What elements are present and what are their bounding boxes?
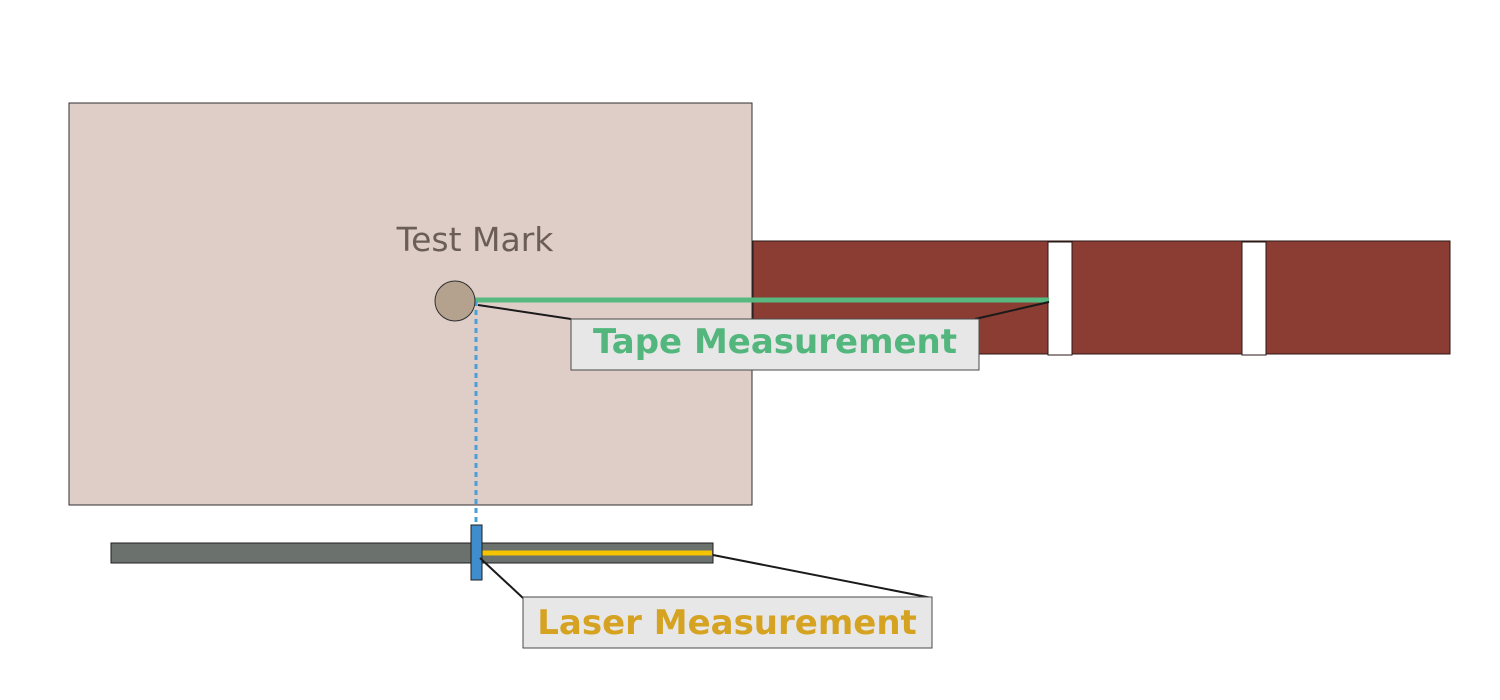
test-mark-marker [434, 280, 476, 322]
survey-area [68, 102, 753, 506]
laser-label-box [522, 596, 933, 649]
tape-label-connector-right [974, 301, 1050, 320]
tape-label-connector-left [477, 304, 572, 320]
laser-bar [110, 542, 714, 564]
test-mark-label: Test Mark [396, 220, 555, 259]
laser-label-connector-right [712, 554, 933, 599]
laser-label-connector-left [479, 557, 524, 599]
wall-gap-1 [1047, 241, 1073, 356]
laser-handle [470, 524, 483, 581]
laser-measurement-label: Laser Measurement [537, 603, 917, 643]
wall-gap-2 [1241, 241, 1267, 356]
tape-measurement-label: Tape Measurement [593, 322, 957, 362]
tape-label-box [570, 318, 980, 371]
